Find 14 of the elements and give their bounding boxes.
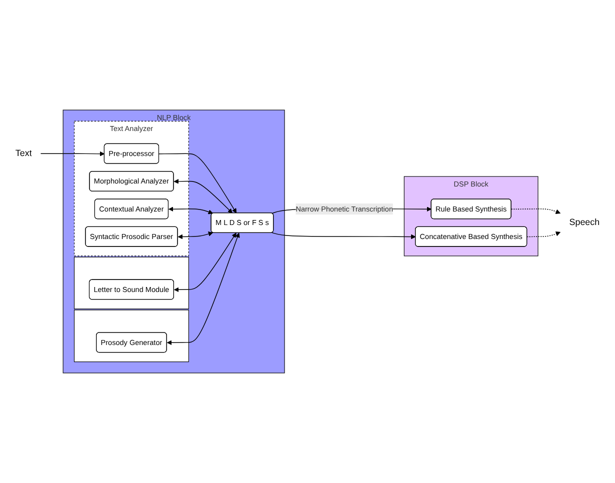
arrow bbox=[168, 206, 214, 214]
arrow bbox=[178, 232, 214, 240]
arrow bbox=[511, 208, 561, 214]
node-text: Text bbox=[15, 148, 32, 158]
node-text: Speech bbox=[569, 218, 600, 228]
arrow bbox=[272, 232, 416, 240]
arrow bbox=[158, 153, 237, 214]
arrow bbox=[174, 178, 233, 214]
arrow bbox=[40, 151, 105, 156]
cluster bbox=[74, 310, 189, 362]
arrow bbox=[526, 232, 561, 238]
arrow bbox=[174, 232, 236, 292]
cluster bbox=[74, 256, 189, 310]
arrow bbox=[166, 232, 240, 346]
